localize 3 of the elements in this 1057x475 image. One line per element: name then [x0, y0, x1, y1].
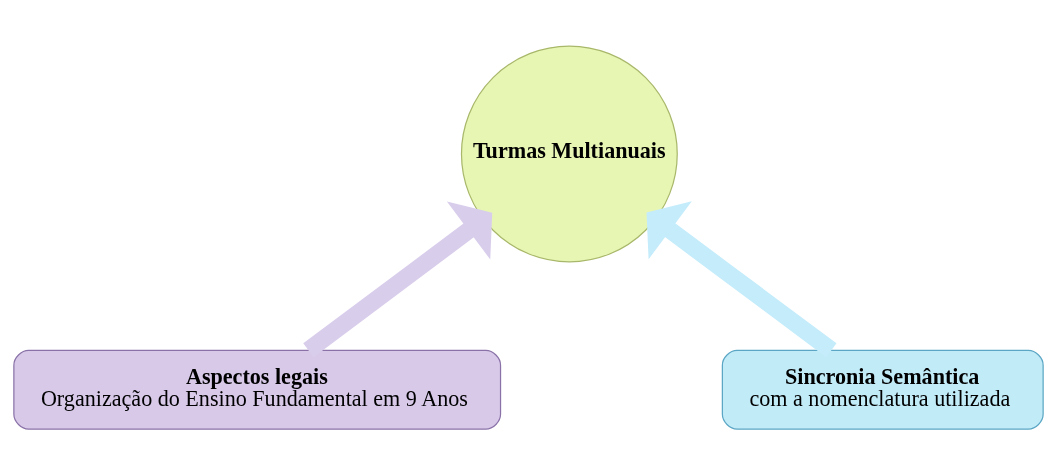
node-box: Sincronia Semântica com a nomenclatura utilizada: [721, 349, 1044, 430]
node-circle: Turmas Multianuais: [460, 45, 678, 263]
node-box: Aspectos legais Organização do Ensino Fundamental em 9 Anos: [13, 349, 502, 430]
